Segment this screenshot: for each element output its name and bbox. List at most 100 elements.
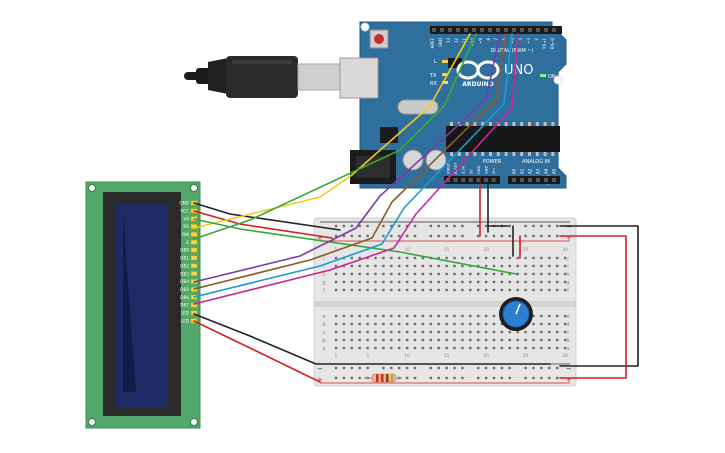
rx-led-label: RX bbox=[430, 81, 437, 87]
wire-purple-db4[interactable] bbox=[193, 33, 501, 283]
arduino-analog-pin-label: A1 bbox=[520, 168, 525, 174]
lcd-pin-label: DB7 bbox=[180, 303, 189, 308]
wire-blue-db6[interactable] bbox=[193, 33, 513, 298]
lcd-pin-label: VCC bbox=[180, 208, 189, 213]
arduino-digital-pin-hole[interactable] bbox=[472, 28, 476, 32]
breadboard-column-number: 15 bbox=[444, 353, 450, 358]
wire-red-led-anode[interactable] bbox=[193, 320, 321, 383]
reset-button-cap[interactable] bbox=[374, 34, 384, 44]
wire-brown-db5[interactable] bbox=[193, 33, 507, 290]
arduino-digital-pin-label: GND bbox=[438, 38, 443, 47]
arduino-analog-pin-hole[interactable] bbox=[552, 178, 556, 182]
arduino-power-pin-hole[interactable] bbox=[491, 178, 496, 182]
lcd-pin[interactable] bbox=[190, 310, 198, 316]
arduino-digital-pin-hole[interactable] bbox=[456, 28, 460, 32]
breadboard-column-number: 10 bbox=[404, 247, 410, 252]
arduino-digital-pin-hole[interactable] bbox=[448, 28, 452, 32]
arduino-digital-pin-hole[interactable] bbox=[552, 28, 556, 32]
arduino-digital-pin-label: 13 bbox=[446, 38, 451, 44]
wire-black-led-cathode[interactable] bbox=[193, 313, 551, 365]
arduino-analog-pin-hole[interactable] bbox=[536, 178, 540, 182]
arduino-digital-pin-hole[interactable] bbox=[464, 28, 468, 32]
arduino-digital-pin-hole[interactable] bbox=[544, 28, 548, 32]
on-led bbox=[540, 74, 546, 77]
breadboard-row-letter: e bbox=[566, 314, 569, 320]
arduino-digital-pin-hole[interactable] bbox=[520, 28, 524, 32]
arduino-power-pin-hole[interactable] bbox=[446, 178, 450, 182]
lcd-pin-label: DB4 bbox=[180, 279, 189, 284]
lcd-16x2[interactable]: GNDVCCV0RSRWEDB0DB1DB2DB3DB4DB5DB6DB7LED… bbox=[85, 181, 201, 429]
lcd-pin[interactable] bbox=[190, 255, 198, 261]
lcd-pin[interactable] bbox=[190, 239, 198, 245]
arduino-analog-pin-label: A3 bbox=[536, 168, 541, 174]
breadboard-row-letter: i bbox=[323, 264, 324, 270]
arduino-digital-pin-hole[interactable] bbox=[488, 28, 492, 32]
wire-black-lcd-gnd[interactable] bbox=[193, 202, 341, 231]
arduino-analog-pin-hole[interactable] bbox=[528, 178, 532, 182]
arduino-digital-pin-hole[interactable] bbox=[496, 28, 500, 32]
arduino-power-pin-label: IOREF bbox=[447, 163, 451, 174]
arduino-digital-pin-label: RX←0 bbox=[550, 38, 555, 50]
wire-red-lcd-vcc[interactable] bbox=[193, 210, 333, 239]
rail-plus-label-bottom-right: + bbox=[566, 376, 572, 384]
l-led-label: L bbox=[434, 59, 437, 65]
arduino-power-pin-hole[interactable] bbox=[476, 178, 481, 182]
usb-plug-metal bbox=[297, 63, 341, 91]
wire-magenta-db7[interactable] bbox=[193, 33, 519, 305]
l-led bbox=[442, 60, 448, 63]
arduino-power-pin-hole[interactable] bbox=[453, 178, 458, 182]
lcd-pin-label: RS bbox=[183, 224, 189, 229]
lcd-pin-label: DB1 bbox=[180, 256, 189, 261]
arduino-digital-pin-hole[interactable] bbox=[480, 28, 484, 32]
arduino-digital-pin-label: AREF bbox=[430, 37, 435, 48]
wire-red-right-rail[interactable] bbox=[559, 235, 627, 379]
arduino-power-pin-hole[interactable] bbox=[484, 178, 488, 182]
wire-black-arduino-gnd[interactable] bbox=[487, 183, 509, 233]
wire-green-v0-pot[interactable] bbox=[193, 218, 517, 275]
arduino-power-pin-label: 3.3V bbox=[462, 165, 466, 174]
arduino-analog-pin-hole[interactable] bbox=[512, 178, 516, 182]
arduino-analog-pin-label: A2 bbox=[528, 168, 533, 174]
arduino-digital-pin-hole[interactable] bbox=[432, 28, 436, 32]
breadboard-column-number: 20 bbox=[483, 247, 489, 252]
breadboard-row-letter: f bbox=[323, 288, 325, 294]
arduino-digital-pin-hole[interactable] bbox=[528, 28, 532, 32]
analog-header[interactable] bbox=[508, 176, 560, 184]
lcd-pin-label: E bbox=[186, 240, 189, 245]
lcd-pin[interactable] bbox=[190, 247, 198, 253]
wire-black-right-rail[interactable] bbox=[559, 225, 639, 367]
arduino-digital-pin-label: 4 bbox=[518, 38, 523, 41]
lcd-pin[interactable] bbox=[190, 271, 198, 277]
arduino-digital-pin-hole[interactable] bbox=[440, 28, 444, 32]
arduino-digital-pin-label: ~9 bbox=[478, 38, 483, 44]
lcd-pin[interactable] bbox=[190, 263, 198, 269]
lcd-pin[interactable] bbox=[190, 231, 198, 237]
potentiometer[interactable] bbox=[499, 297, 533, 331]
arduino-digital-pin-hole[interactable] bbox=[504, 28, 508, 32]
power-header-label: POWER bbox=[483, 159, 502, 165]
arduino-analog-pin-hole[interactable] bbox=[544, 178, 548, 182]
breadboard-column-number: 1 bbox=[335, 353, 338, 358]
wires[interactable] bbox=[193, 33, 639, 383]
arduino-digital-pin-label: ~5 bbox=[510, 38, 515, 44]
breadboard-row-letter: g bbox=[322, 280, 325, 286]
arduino-power-pin-hole[interactable] bbox=[468, 178, 473, 182]
arduino-digital-pin-label: ~11 bbox=[462, 38, 467, 47]
lcd-pin-label: LED bbox=[181, 311, 189, 316]
arduino-digital-pin-hole[interactable] bbox=[512, 28, 516, 32]
arduino-digital-pin-hole[interactable] bbox=[536, 28, 540, 32]
arduino-analog-pin-hole[interactable] bbox=[520, 178, 524, 182]
resistor[interactable] bbox=[364, 373, 402, 383]
tx-led bbox=[442, 73, 448, 76]
breadboard-row-letter: a bbox=[322, 346, 325, 352]
lcd-pin[interactable] bbox=[190, 302, 198, 308]
arduino-power-pin-hole[interactable] bbox=[461, 178, 466, 182]
usb-cable[interactable] bbox=[184, 56, 341, 98]
usb-cable-grip bbox=[208, 58, 228, 94]
capacitor bbox=[402, 149, 424, 171]
breadboard-row-letter: c bbox=[567, 330, 570, 336]
rx-led bbox=[442, 81, 448, 84]
